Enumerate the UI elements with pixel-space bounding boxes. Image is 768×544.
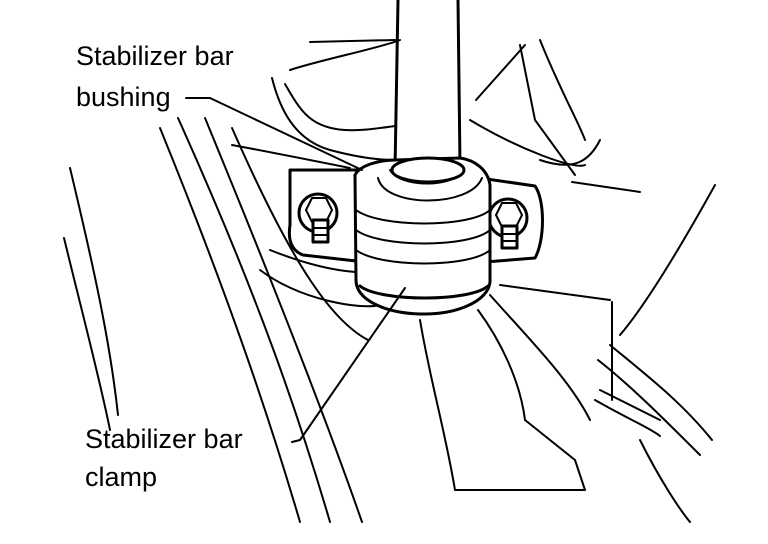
bolt-right [487, 197, 529, 250]
clamp-label-line-1: Stabilizer bar [85, 424, 243, 454]
bolt-left [297, 192, 339, 244]
bushing-label-line-1: Stabilizer bar [76, 41, 234, 71]
leader-lines [185, 97, 406, 443]
bushing-clamp-body [353, 156, 492, 316]
stabilizer-bar [393, 0, 462, 172]
clamp-label-line-2: clamp [85, 462, 158, 492]
bushing-label-line-2: bushing [76, 82, 171, 112]
body-frame-lines [63, 39, 716, 523]
